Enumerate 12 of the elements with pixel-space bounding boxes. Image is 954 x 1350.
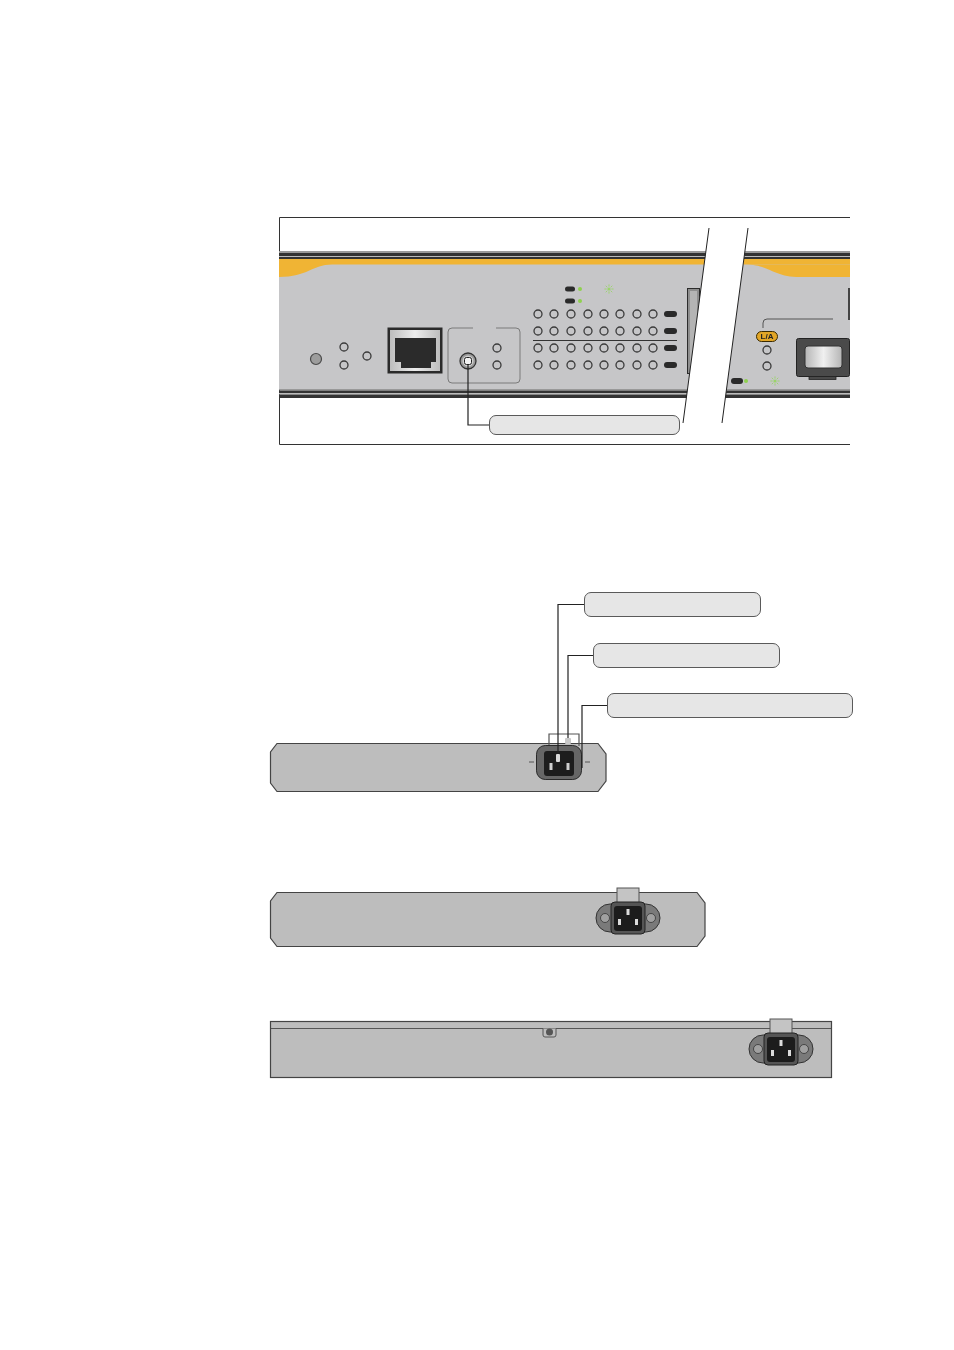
reset-button — [464, 357, 472, 365]
callout-box — [584, 592, 761, 617]
earth-pin — [556, 754, 560, 762]
leader-line — [581, 704, 608, 769]
leader-line — [567, 654, 594, 739]
led-label: L/A — [756, 331, 778, 342]
power-inlet — [536, 745, 582, 780]
callout-box — [593, 643, 780, 668]
callout-box — [489, 415, 680, 435]
retainer-clip — [565, 738, 571, 744]
callout-box — [607, 693, 853, 718]
leader-line — [467, 364, 490, 426]
